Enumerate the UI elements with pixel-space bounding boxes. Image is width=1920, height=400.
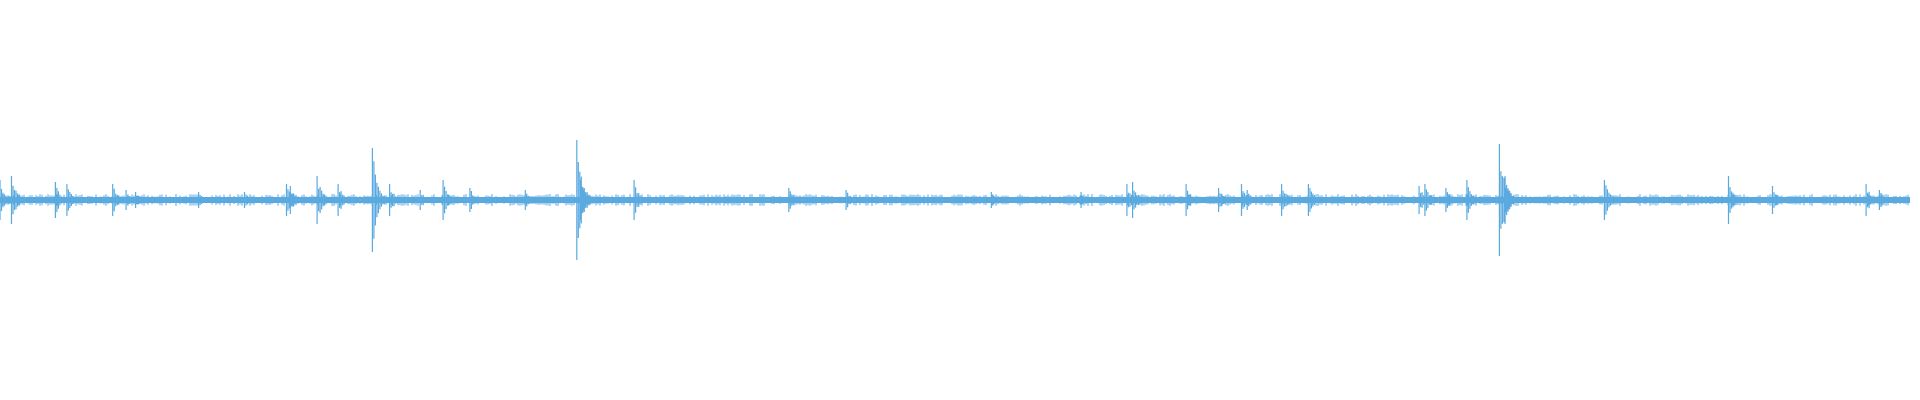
waveform-transient xyxy=(1281,184,1302,216)
waveform-transient xyxy=(845,190,867,210)
waveform-baseline xyxy=(0,197,1910,203)
waveform-transient xyxy=(1603,180,1625,220)
waveform-transient xyxy=(389,184,410,216)
waveform-transient xyxy=(990,192,1012,208)
waveform-transient xyxy=(1218,188,1239,212)
waveform-transient xyxy=(788,188,809,212)
waveform-transient xyxy=(524,190,546,210)
waveform-transient xyxy=(371,148,393,252)
waveform-transient xyxy=(1424,184,1445,216)
waveform-transient xyxy=(469,188,490,212)
waveform-transient xyxy=(1771,186,1793,214)
waveform-transient xyxy=(633,180,655,220)
waveform-transient xyxy=(1185,184,1207,216)
waveform-transient xyxy=(316,176,338,224)
waveform-transient xyxy=(1246,190,1268,210)
waveform-transient xyxy=(1132,182,1153,218)
waveform-transient xyxy=(1504,176,1526,224)
waveform-transient xyxy=(1727,176,1749,224)
waveform-transient xyxy=(10,176,32,224)
waveform-transient xyxy=(1445,188,1466,212)
waveform-transient xyxy=(66,184,87,216)
waveform-transient xyxy=(1080,192,1102,208)
waveform-transient xyxy=(337,184,359,216)
waveform-transient xyxy=(442,180,464,220)
waveform-transient xyxy=(419,190,441,210)
waveform-transient xyxy=(285,184,307,216)
waveform-transient xyxy=(1878,190,1900,210)
waveform-transient xyxy=(289,186,311,214)
waveform-transient xyxy=(243,192,265,208)
waveform-series xyxy=(0,140,1910,260)
waveform-transient xyxy=(135,192,156,208)
waveform-transient xyxy=(198,192,219,208)
waveform-transient xyxy=(580,180,601,220)
waveform-transient xyxy=(1307,184,1329,216)
waveform-transient xyxy=(576,140,597,260)
waveform-transient xyxy=(1466,180,1487,220)
